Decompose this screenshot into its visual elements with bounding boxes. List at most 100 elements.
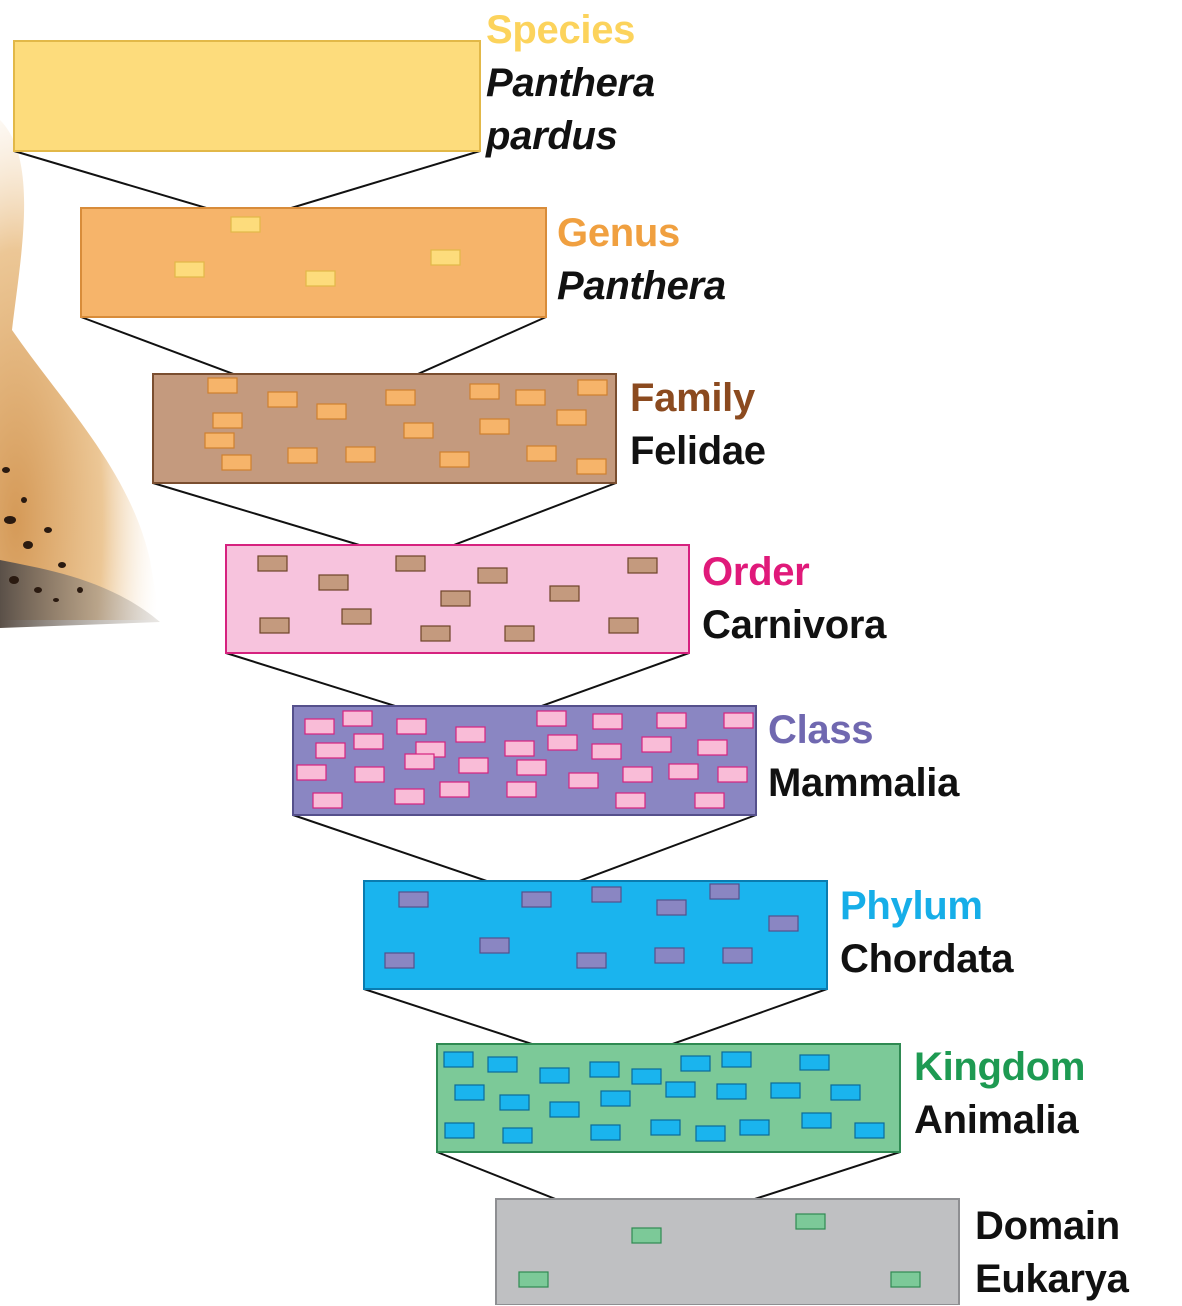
phylum-member-chip [710,884,739,899]
family-label: FamilyFelidae [630,372,766,478]
family-member-chip [288,448,317,463]
class-member-chip [440,782,469,797]
kingdom-member-chip [800,1055,829,1070]
class-member-chip [698,740,727,755]
kingdom-member-chip [601,1091,630,1106]
kingdom-member-chip [500,1095,529,1110]
kingdom-member-chip [550,1102,579,1117]
taxonomy-boxes [14,41,959,1305]
class-member-chip [305,719,334,734]
class-member-chip [718,767,747,782]
kingdom-member-chip [651,1120,680,1135]
class-member-chip [395,789,424,804]
phylum-member-chip [385,953,414,968]
class-member-chip [316,743,345,758]
class-member-chip [724,713,753,728]
class-member-chip [592,744,621,759]
phylum-member-chip [769,916,798,931]
genus-box [81,208,546,317]
order-member-chip [258,556,287,571]
family-member-chip [577,459,606,474]
order-member-chip [319,575,348,590]
order-rank-name: Order [702,546,886,599]
family-member-chip [557,410,586,425]
class-member-chip [343,711,372,726]
class-member-chip [456,727,485,742]
class-member-chip [623,767,652,782]
kingdom-member-chip [717,1084,746,1099]
family-member-chip [404,423,433,438]
class-member-chip [517,760,546,775]
class-member-chip [354,734,383,749]
kingdom-member-chip [831,1085,860,1100]
class-rank-name: Class [768,704,959,757]
family-member-chip [208,378,237,393]
kingdom-member-chip [696,1126,725,1141]
kingdom-member-chip [488,1057,517,1072]
kingdom-member-chip [855,1123,884,1138]
class-member-chip [397,719,426,734]
genus-member-chip [231,217,260,232]
phylum-member-chip [522,892,551,907]
phylum-member-chip [723,948,752,963]
class-member-chip [505,741,534,756]
kingdom-member-chip [802,1113,831,1128]
phylum-taxon-name: Chordata [840,933,1013,986]
kingdom-member-chip [503,1128,532,1143]
order-member-chip [609,618,638,633]
family-rank-name: Family [630,372,766,425]
class-label: ClassMammalia [768,704,959,810]
order-member-chip [478,568,507,583]
species-taxon-name: pardus [486,110,655,163]
kingdom-member-chip [590,1062,619,1077]
kingdom-member-chip [444,1052,473,1067]
domain-member-chip [891,1272,920,1287]
domain-member-chip [632,1228,661,1243]
class-member-chip [569,773,598,788]
order-taxon-name: Carnivora [702,599,886,652]
family-member-chip [480,419,509,434]
class-member-chip [405,754,434,769]
genus-member-chip [431,250,460,265]
order-member-chip [441,591,470,606]
class-member-chip [695,793,724,808]
class-member-chip [657,713,686,728]
kingdom-member-chip [632,1069,661,1084]
kingdom-member-chip [681,1056,710,1071]
family-member-chip [470,384,499,399]
family-member-chip [440,452,469,467]
class-member-chip [642,737,671,752]
phylum-member-chip [657,900,686,915]
genus-label: GenusPanthera [557,207,726,313]
family-member-chip [213,413,242,428]
domain-taxon-name: Eukarya [975,1253,1129,1306]
order-member-chip [342,609,371,624]
domain-box [496,1199,959,1305]
family-member-chip [386,390,415,405]
family-member-chip [205,433,234,448]
domain-rank-name: Domain [975,1200,1129,1253]
phylum-member-chip [480,938,509,953]
class-member-chip [507,782,536,797]
kingdom-member-chip [455,1085,484,1100]
class-member-chip [548,735,577,750]
class-member-chip [313,793,342,808]
species-taxon-name: Panthera [486,57,655,110]
phylum-member-chip [592,887,621,902]
class-taxon-name: Mammalia [768,757,959,810]
kingdom-member-chip [740,1120,769,1135]
class-member-chip [593,714,622,729]
kingdom-member-chip [666,1082,695,1097]
kingdom-taxon-name: Animalia [914,1094,1085,1147]
kingdom-rank-name: Kingdom [914,1041,1085,1094]
family-member-chip [527,446,556,461]
kingdom-member-chip [771,1083,800,1098]
family-taxon-name: Felidae [630,425,766,478]
family-member-chip [222,455,251,470]
order-member-chip [505,626,534,641]
